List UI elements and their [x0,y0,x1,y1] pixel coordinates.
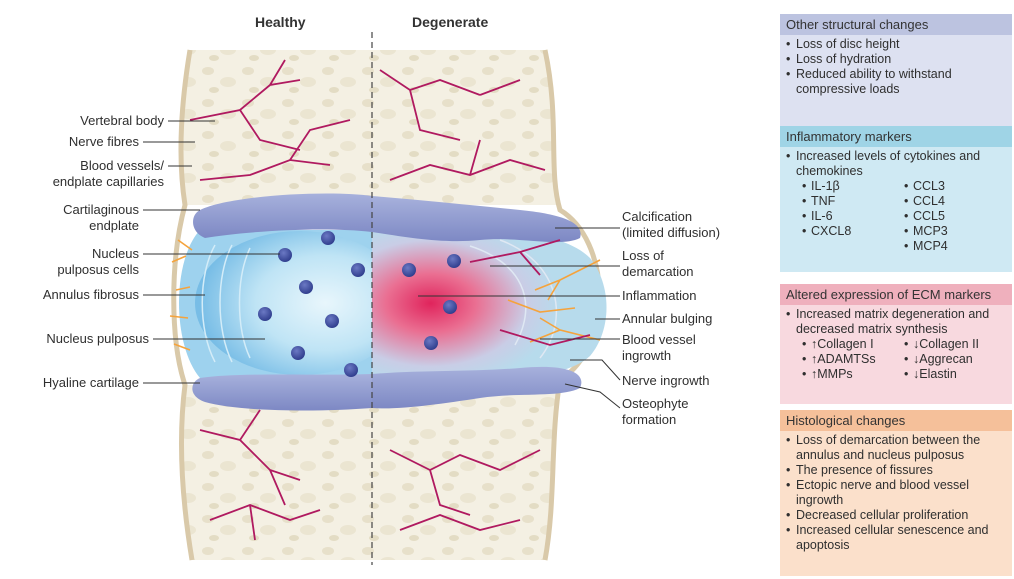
panel-body: Loss of demarcation between the annulus … [780,431,1012,557]
marker-item: ↓Collagen II [904,337,1006,352]
panel-structural-changes: Other structural changes Loss of disc he… [780,14,1012,134]
list-item: Decreased cellular proliferation [786,508,1006,523]
list-item: Reduced ability to withstand compressive… [786,67,1006,97]
marker-item: MCP3 [904,224,1006,239]
marker-item: TNF [802,194,904,209]
panel-header: Other structural changes [780,14,1012,35]
vertebral-body-upper [180,50,560,205]
panel-body: Loss of disc height Loss of hydration Re… [780,35,1012,101]
panel-header: Inflammatory markers [780,126,1012,147]
list-item: Loss of hydration [786,52,1006,67]
label-annular-bulging: Annular bulging [622,311,712,327]
marker-item: ↓Elastin [904,367,1006,382]
marker-item: CCL4 [904,194,1006,209]
cell [291,346,305,360]
list-item: Loss of demarcation between the annulus … [786,433,1006,463]
marker-item: ↑Collagen I [802,337,904,352]
cell [325,314,339,328]
marker-item: CXCL8 [802,224,904,239]
label-nerve-fibres: Nerve fibres [69,134,139,150]
cell [258,307,272,321]
list-item: Ectopic nerve and blood vessel ingrowth [786,478,1006,508]
label-cartilaginous-endplate: Cartilaginous endplate [63,202,139,234]
cell [299,280,313,294]
label-calcification: Calcification (limited diffusion) [622,209,720,241]
panel-body: Increased levels of cytokines and chemok… [780,147,1012,258]
degenerate-disc [372,227,607,380]
list-item: Increased levels of cytokines and chemok… [786,149,1006,179]
marker-item: CCL5 [904,209,1006,224]
label-inflammation: Inflammation [622,288,696,304]
cell [447,254,461,268]
panel-ecm-markers: Altered expression of ECM markers Increa… [780,284,1012,404]
marker-item: ↓Aggrecan [904,352,1006,367]
list-item: Loss of disc height [786,37,1006,52]
label-blood-vessels: Blood vessels/ endplate capillaries [53,158,164,190]
label-blood-vessel-ingrowth: Blood vessel ingrowth [622,332,696,364]
panel-body: Increased matrix degeneration and decrea… [780,305,1012,386]
cell [443,300,457,314]
list-item: Increased cellular senescence and apopto… [786,523,1006,553]
label-nucleus-pulposus: Nucleus pulposus [46,331,149,347]
label-loss-of-demarcation: Loss of demarcation [622,248,694,280]
marker-item: IL-1β [802,179,904,194]
cell [402,263,416,277]
cell [344,363,358,377]
marker-item: ↑ADAMTSs [802,352,904,367]
marker-item: CCL3 [904,179,1006,194]
list-item: Increased matrix degeneration and decrea… [786,307,1006,337]
label-hyaline-cartilage: Hyaline cartilage [43,375,139,391]
panel-header: Histological changes [780,410,1012,431]
healthy-title: Healthy [255,14,306,30]
label-np-cells: Nucleus pulposus cells [57,246,139,278]
degenerate-title: Degenerate [412,14,488,30]
panel-inflammatory-markers: Inflammatory markers Increased levels of… [780,126,1012,272]
cell [278,248,292,262]
vertebral-body-lower [182,385,560,560]
panel-header: Altered expression of ECM markers [780,284,1012,305]
marker-item: MCP4 [904,239,1006,254]
cell [321,231,335,245]
label-vertebral-body: Vertebral body [80,113,164,129]
panel-histological-changes: Histological changes Loss of demarcation… [780,410,1012,576]
label-osteophyte-formation: Osteophyte formation [622,396,689,428]
healthy-endplate-bottom [192,374,372,410]
marker-item: IL-6 [802,209,904,224]
cell [424,336,438,350]
list-item: The presence of fissures [786,463,1006,478]
cell [351,263,365,277]
label-annulus-fibrosus: Annulus fibrosus [43,287,139,303]
marker-item: ↑MMPs [802,367,904,382]
label-nerve-ingrowth: Nerve ingrowth [622,373,709,389]
